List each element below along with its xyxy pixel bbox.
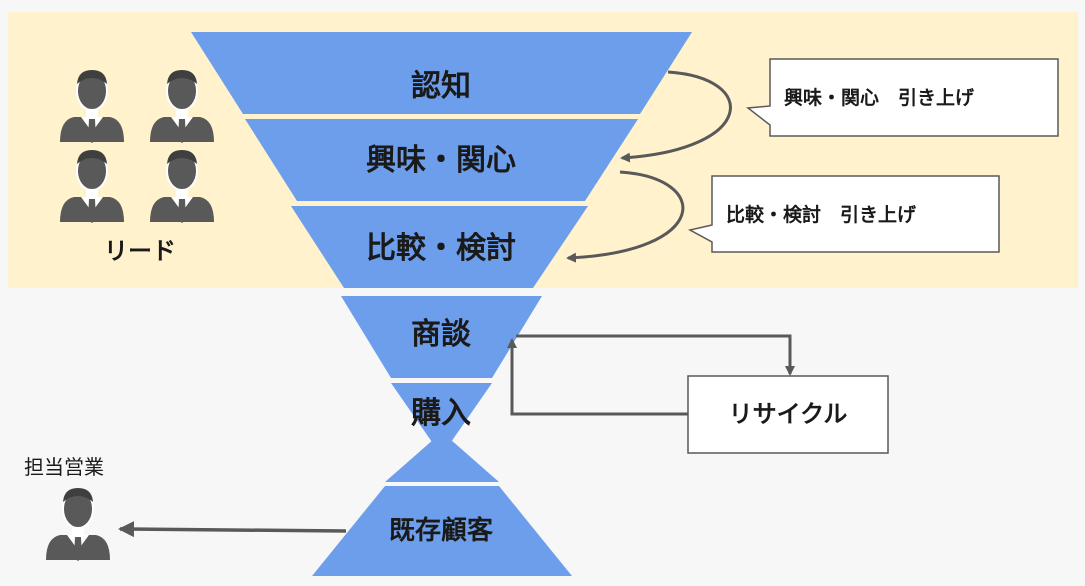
funnel-stage-existing [312,486,572,576]
interest-lift-arrow [620,70,732,163]
funnel-stage-negotiation [341,296,542,378]
stage-label-purchase: 購入 [411,396,471,431]
stage-label-awareness: 認知 [411,69,471,104]
stage-label-interest: 興味・関心 [366,143,516,178]
funnel-stage-awareness [191,32,692,114]
funnel-stage-purchase [391,383,492,455]
recycle-box [687,375,889,454]
consideration-lift-label: 比較・検討 引き上げ [726,203,917,226]
recycle-out-arrow [516,334,795,376]
funnel-stage-purchase-lower [385,432,499,482]
handoff-arrow [118,521,347,538]
recycle-label: リサイクル [729,400,848,428]
leads-label: リード [104,237,176,265]
consideration-lift-callout [687,175,1000,253]
stage-label-consideration: 比較・検討 [366,231,516,266]
recycle-back-arrow [507,338,688,416]
stage-label-negotiation: 商談 [411,317,472,352]
funnel-stage-consideration [291,206,588,288]
funnel-stage-interest [245,119,638,201]
stage-label-existing: 既存顧客 [389,515,494,546]
consideration-lift-arrow [566,170,685,263]
sales-label: 担当営業 [24,455,104,479]
business-person-icon [45,487,111,562]
interest-lift-label: 興味・関心 引き上げ [784,87,975,109]
interest-lift-callout [746,58,1059,137]
